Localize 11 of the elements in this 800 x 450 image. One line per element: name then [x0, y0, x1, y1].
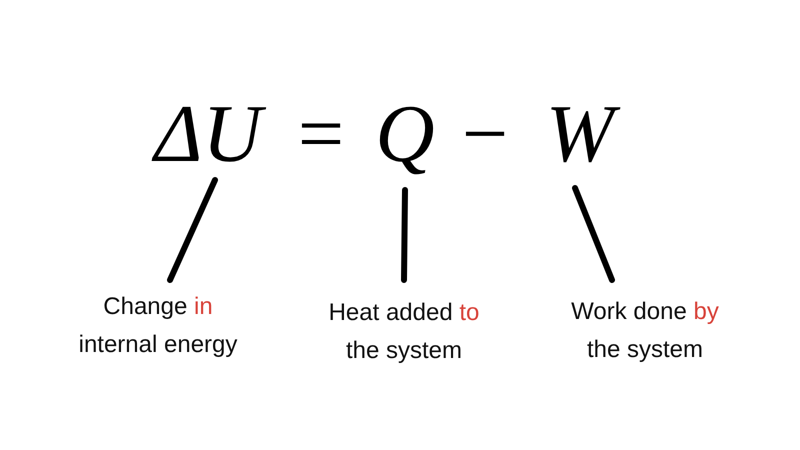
annotation-text: Heat added to the system — [314, 280, 494, 370]
leader-line — [401, 187, 408, 283]
leader-line — [167, 177, 218, 283]
equation-term: ΔU — [138, 93, 278, 180]
equation-term: W — [530, 93, 630, 188]
equals-sign: = — [296, 93, 346, 175]
minus-sign: − — [460, 93, 510, 175]
annotation-text: Change in internal energy — [68, 280, 248, 364]
leader-line — [572, 185, 615, 283]
equation-term: Q — [360, 93, 450, 190]
annotation-text: Work done by the system — [560, 280, 730, 369]
